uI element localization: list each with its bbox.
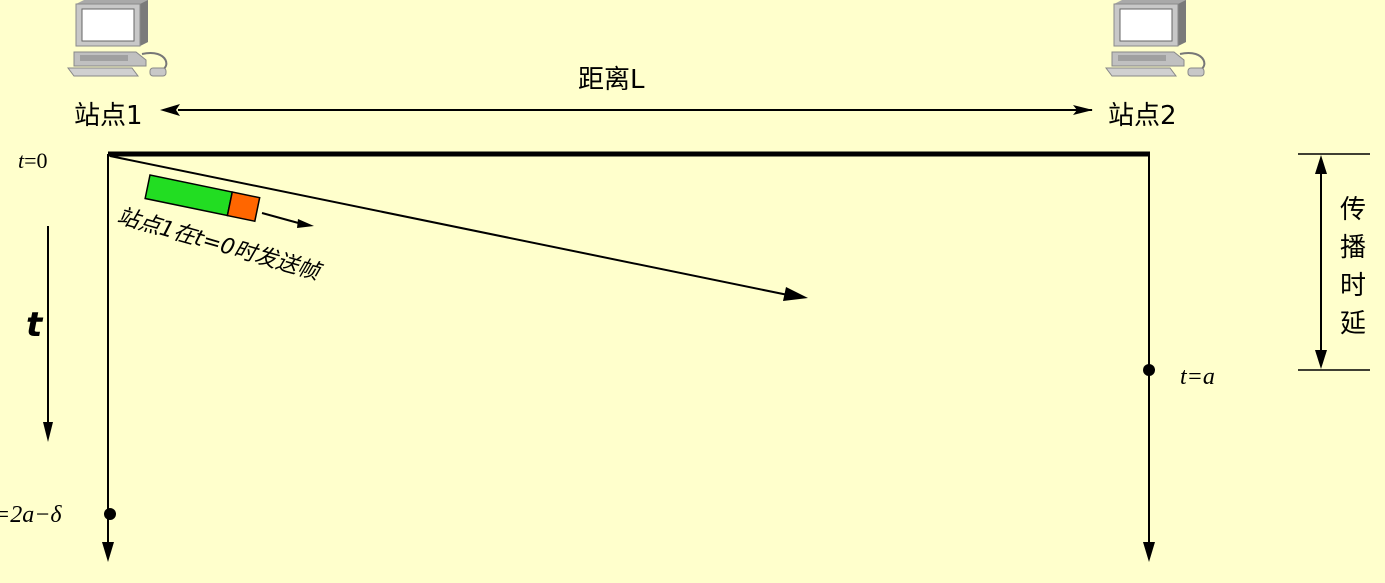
frame-tail-block bbox=[226, 191, 261, 223]
signal-propagation-line bbox=[109, 155, 789, 296]
delay-arrowhead-bottom bbox=[1315, 350, 1327, 369]
station2-timeline-arrowhead bbox=[1143, 542, 1155, 562]
frame-caption: 站点1在t=0时发送帧 bbox=[114, 204, 325, 286]
t0-label: t=0 bbox=[18, 148, 48, 173]
station2-label: 站点2 bbox=[1108, 101, 1177, 131]
distance-label: 距离L bbox=[578, 65, 645, 95]
frame-motion-line bbox=[261, 212, 303, 225]
delay-char: 延 bbox=[1340, 309, 1366, 339]
ta-label: t=a bbox=[1180, 364, 1215, 390]
t2a-label: =2a−δ bbox=[0, 502, 62, 528]
frame-motion-arrowhead bbox=[297, 219, 314, 228]
propagation-delay-label: 传 播 时 延 bbox=[1340, 195, 1366, 339]
detection-point-station1 bbox=[104, 508, 116, 520]
time-axis-arrowhead bbox=[43, 422, 53, 442]
distance-arrow-left-head bbox=[160, 104, 180, 116]
delay-char: 传 bbox=[1340, 195, 1366, 225]
computer-icon bbox=[67, 0, 168, 77]
delay-arrowhead-top bbox=[1315, 155, 1327, 174]
delay-char: 时 bbox=[1340, 271, 1366, 301]
delay-char: 播 bbox=[1340, 233, 1366, 263]
station1-label: 站点1 bbox=[74, 101, 143, 131]
station1-timeline-arrowhead bbox=[102, 542, 114, 562]
computer-icon bbox=[1105, 0, 1206, 77]
time-axis-label: t bbox=[26, 305, 44, 345]
signal-propagation-arrowhead bbox=[783, 287, 808, 301]
frame-data-block bbox=[144, 174, 234, 217]
collision-point-station2 bbox=[1143, 364, 1155, 376]
frame-block bbox=[144, 174, 261, 223]
